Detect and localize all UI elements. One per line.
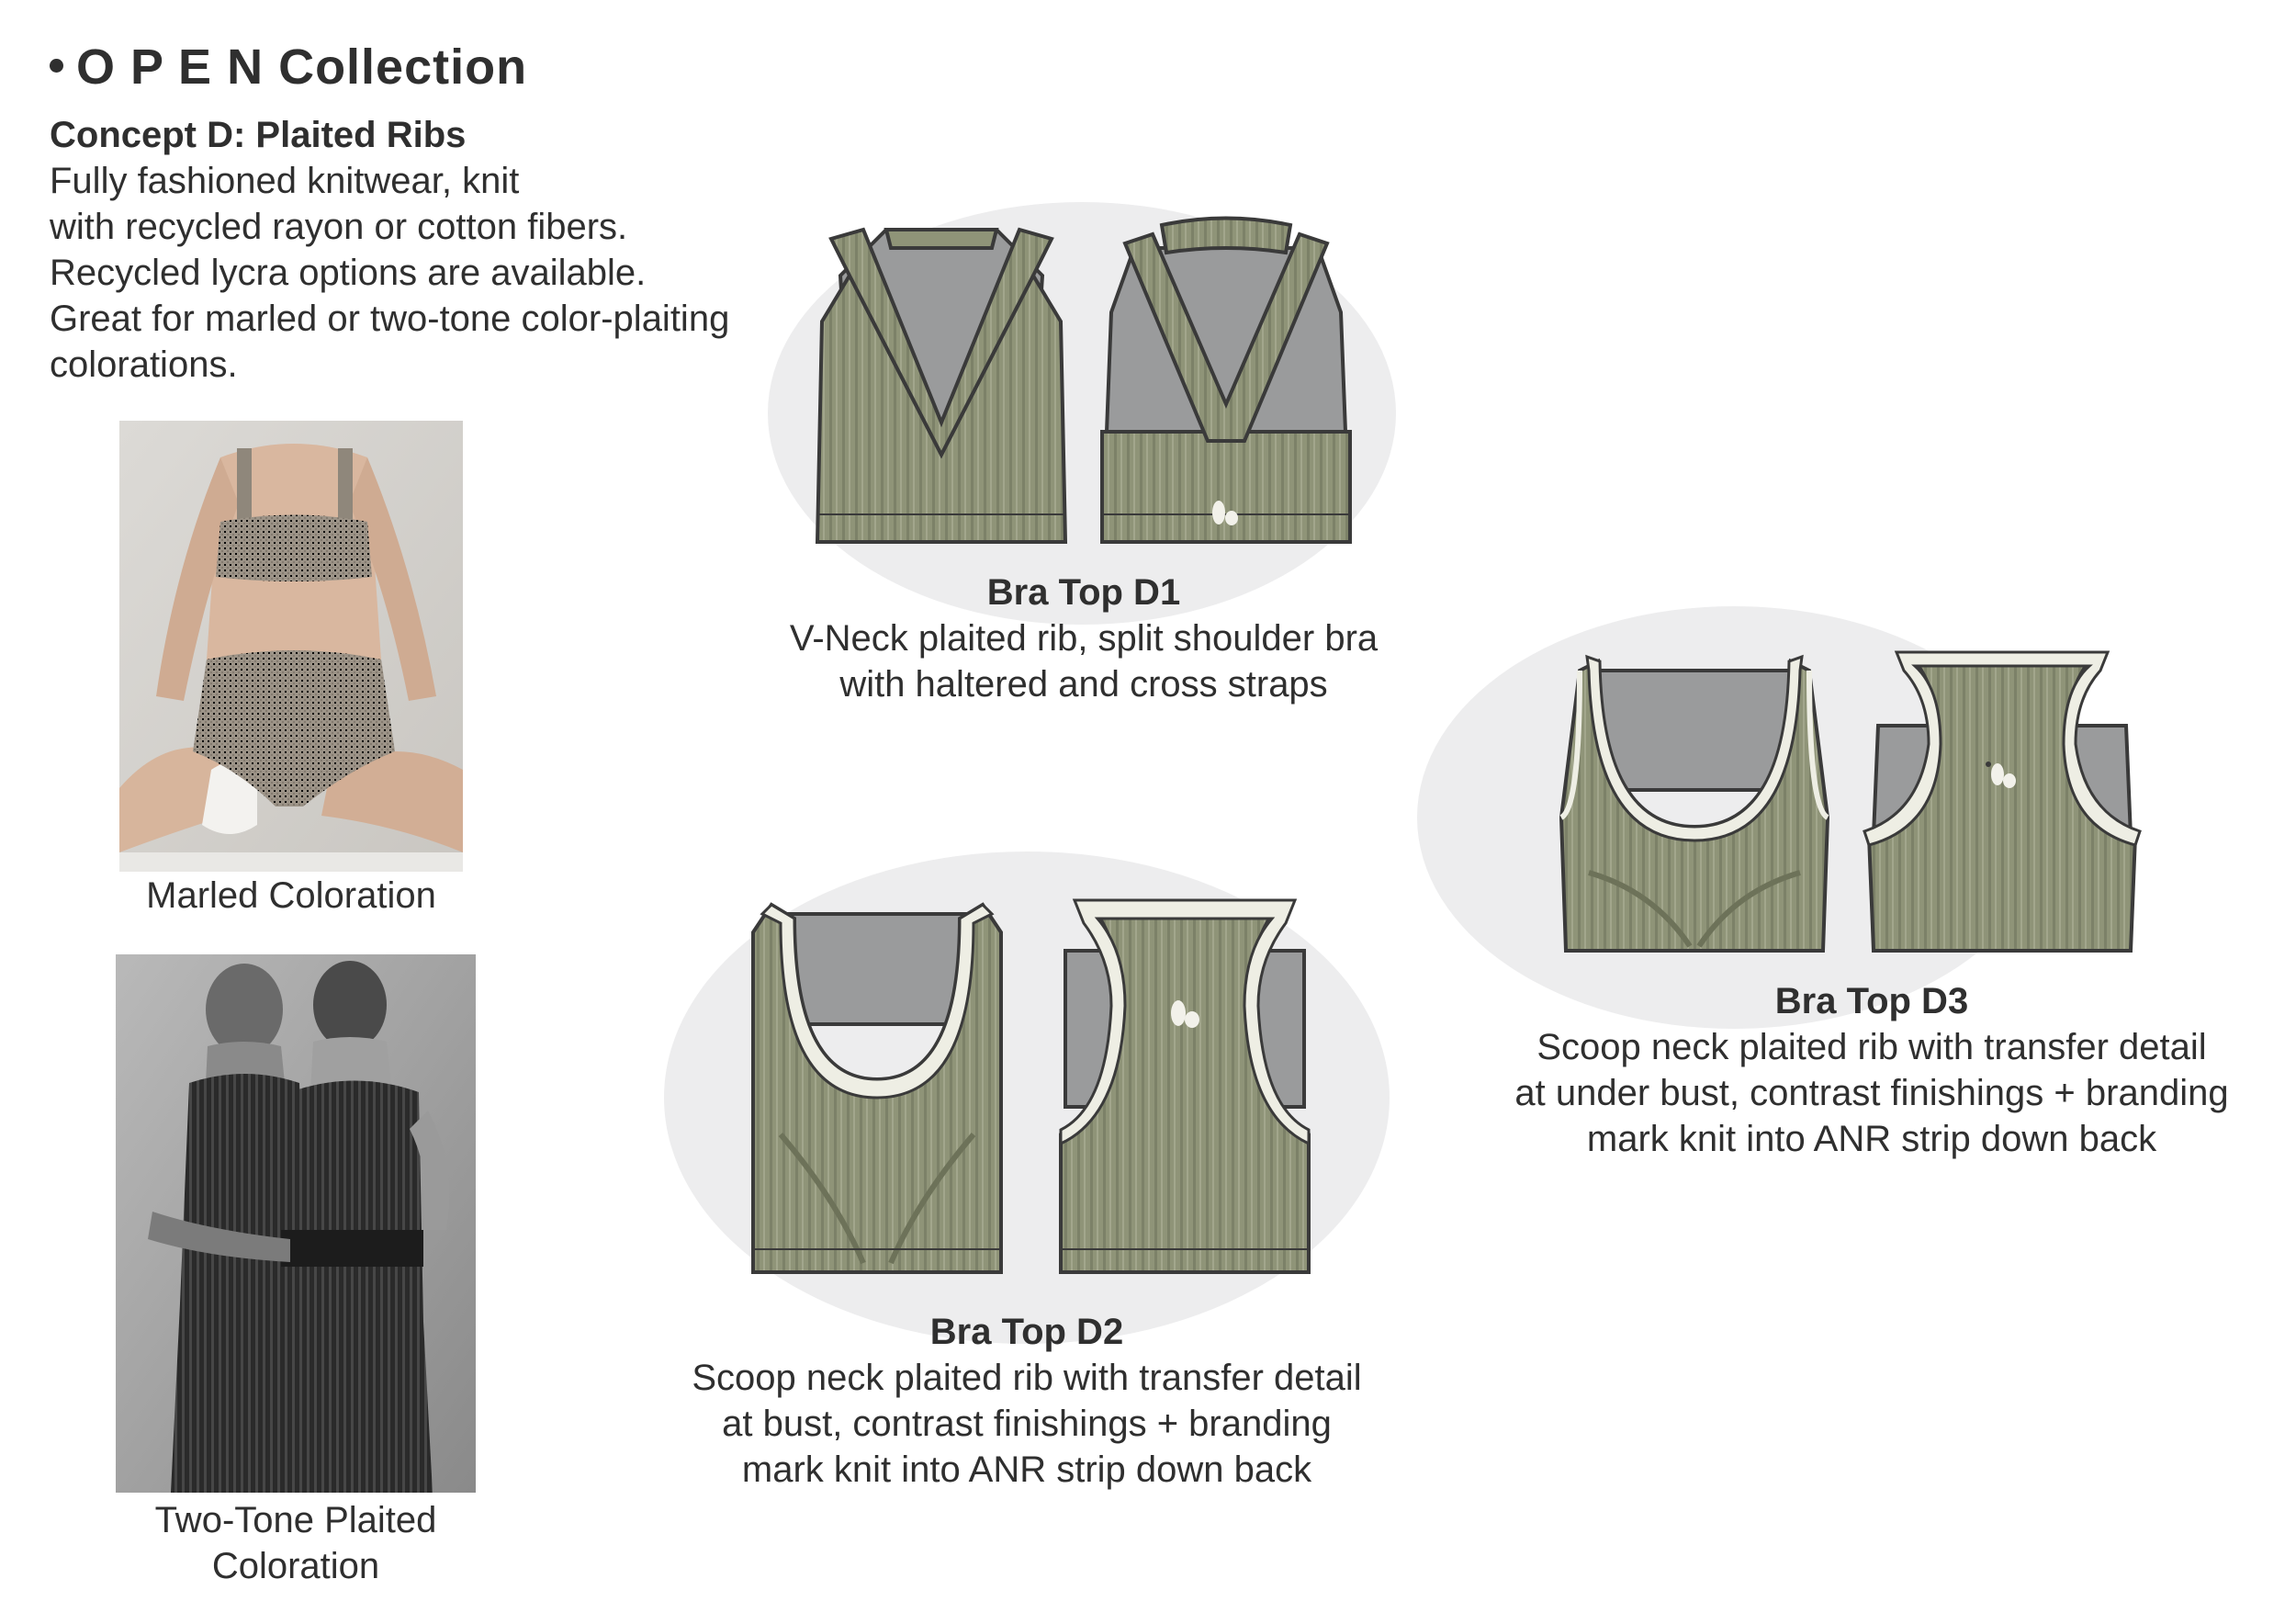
bullet-icon: [50, 59, 63, 73]
brand-mark-icon: [1986, 761, 2016, 788]
brand-mark-icon: [1212, 501, 1238, 525]
d2-description: Scoop neck plaited rib with transfer det…: [659, 1355, 1394, 1493]
brand-mark-icon: [1171, 1000, 1199, 1028]
description-line: Fully fashioned knitwear, knit: [50, 161, 520, 201]
description-line: Recycled lycra options are available.: [50, 253, 647, 293]
d1-back-body: [1100, 430, 1352, 544]
desc-line: V-Neck plaited rib, split shoulder bra: [789, 618, 1379, 659]
desc-line: at bust, contrast finishings + branding: [722, 1404, 1332, 1444]
d3-description: Scoop neck plaited rib with transfer det…: [1504, 1024, 2239, 1162]
d3-front-trim: [1585, 654, 1804, 842]
d2-back-trim: [1059, 898, 1311, 1146]
desc-line: Scoop neck plaited rib with transfer det…: [692, 1358, 1362, 1398]
marled-photo-image: [119, 421, 463, 872]
desc-line: mark knit into ANR strip down back: [741, 1449, 1312, 1490]
d3-front-sketch: [1559, 654, 1830, 953]
desc-line: mark knit into ANR strip down back: [1586, 1119, 2157, 1159]
d1-title: Bra Top D1: [986, 572, 1181, 613]
d2-front-trim: [760, 903, 995, 1100]
marled-reference-photo: [119, 421, 463, 872]
concept-heading: Concept D: Plaited Ribs: [50, 115, 467, 155]
two-tone-reference-photo: [116, 954, 476, 1493]
d3-back-sketch: [1863, 650, 2142, 953]
description-line: with recycled rayon or cotton fibers.: [50, 207, 628, 247]
d2-title: Bra Top D2: [929, 1312, 1124, 1352]
desc-line: at under bust, contrast finishings + bra…: [1514, 1073, 2229, 1113]
collection-title: O P E N Collection: [50, 39, 527, 96]
desc-line: with haltered and cross straps: [839, 664, 1328, 705]
caption-line: Coloration: [211, 1546, 380, 1586]
d2-back-sketch: [1059, 898, 1311, 1274]
d1-front-sketch: [815, 227, 1068, 544]
marled-caption: Marled Coloration: [146, 875, 436, 916]
d1-description: V-Neck plaited rib, split shoulder bra w…: [716, 615, 1451, 707]
two-tone-photo-image: [116, 954, 476, 1493]
desc-line: Scoop neck plaited rib with transfer det…: [1536, 1027, 2207, 1067]
description-line: colorations.: [50, 344, 238, 385]
description-line: Great for marled or two-tone color-plait…: [50, 299, 730, 339]
d2-front-sketch: [751, 902, 1003, 1274]
concept-description: Fully fashioned knitwear, knit with recy…: [50, 158, 784, 388]
two-tone-caption: Two-Tone Plaited Coloration: [116, 1497, 476, 1589]
caption-line: Two-Tone Plaited: [154, 1500, 437, 1540]
d3-back-trim: [1863, 650, 2142, 847]
d1-back-sketch: [1100, 216, 1352, 544]
d3-title: Bra Top D3: [1774, 981, 1969, 1021]
